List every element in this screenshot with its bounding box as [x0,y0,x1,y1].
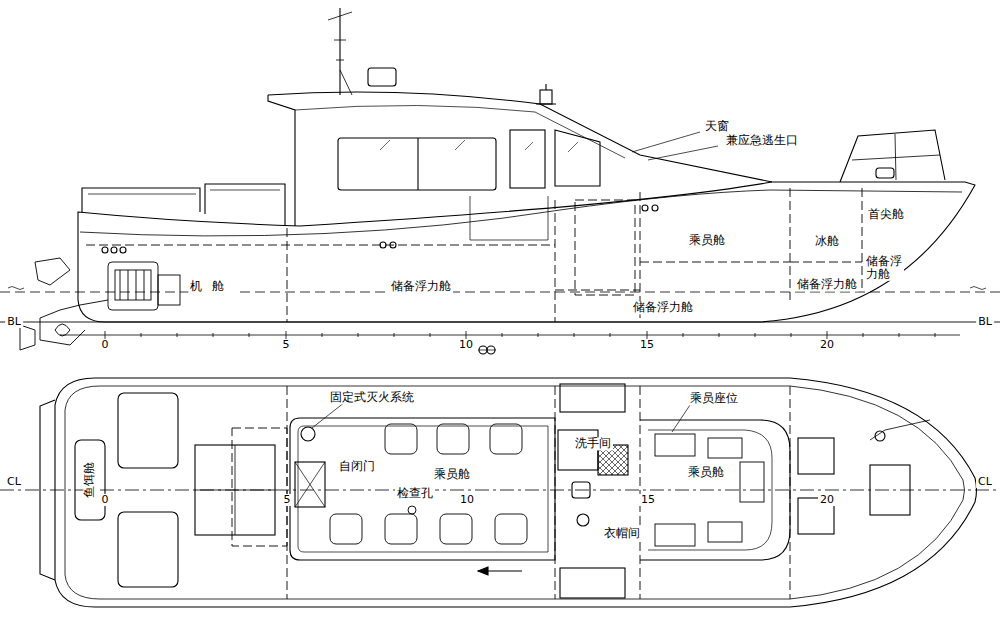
baseline-label: BL [5,316,23,328]
compartment-label: 储备浮力舱 [795,278,859,291]
compartment-label: 洗手间 [573,437,613,450]
compartment-label: 乘员舱 [687,234,727,247]
frame-number: 15 [639,494,657,506]
callout-label: 固定式灭火系统 [328,391,416,404]
compartment-label: 鱼饵舱 [83,460,96,500]
compartment-label: 储备浮力舱 [864,255,904,281]
compartment-label: 乘员舱 [432,468,472,481]
callout-label: 兼应急逃生口 [724,134,800,147]
frame-number: 20 [818,494,836,506]
frame-number: 5 [281,339,292,351]
compartment-label: 衣帽间 [602,527,642,540]
frame-number: 0 [100,339,111,351]
frame-number: 10 [457,339,475,351]
compartment-label: 检查孔 [395,487,435,500]
compartment-label: 机舱 [188,280,235,293]
compartment-label: 冰舱 [813,235,841,248]
frame-number: 15 [638,339,656,351]
baseline-label: BL [976,316,994,328]
compartment-label: 储备浮力舱 [389,280,453,293]
frame-number: 5 [282,494,293,506]
centerline-label: CL [5,476,23,488]
frame-number: 0 [100,494,111,506]
compartment-label: 乘员舱 [686,466,726,479]
frame-number: 10 [458,494,476,506]
compartment-label: 储备浮力舱 [631,301,695,314]
callout-label: 天窗 [703,120,731,133]
compartment-label: 自闭门 [337,460,377,473]
callout-label: 乘员座位 [688,392,740,405]
centerline-label: CL [976,476,994,488]
compartment-label: 首尖舱 [866,208,906,221]
frame-number: 20 [818,339,836,351]
